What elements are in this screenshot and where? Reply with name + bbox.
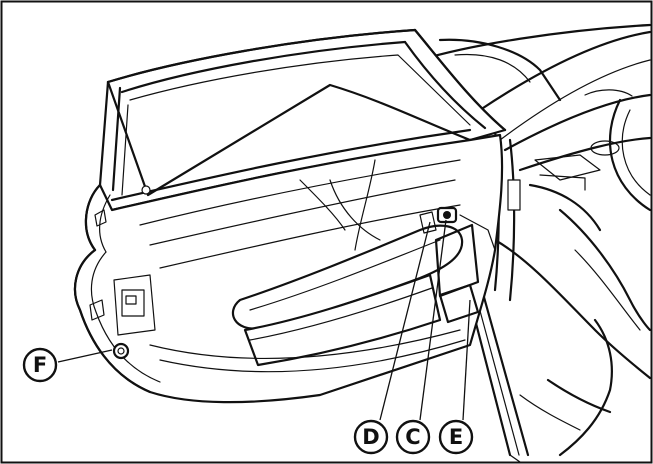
leader-line-extra: [509, 454, 521, 463]
leader-line-f: [57, 349, 113, 363]
callout-d-label: D: [362, 425, 379, 449]
callout-f-label: F: [33, 353, 47, 377]
leader-line-d: [379, 221, 431, 421]
callout-c: C: [395, 419, 431, 455]
leader-line-c: [419, 219, 447, 421]
door-panel: [73, 28, 507, 404]
callout-c-label: C: [405, 425, 420, 449]
callout-f: F: [22, 347, 58, 383]
callout-e: E: [438, 419, 474, 455]
leader-line-e: [462, 299, 471, 421]
callout-d: D: [353, 419, 389, 455]
car-interior: [398, 23, 652, 457]
callout-e-label: E: [449, 425, 463, 449]
